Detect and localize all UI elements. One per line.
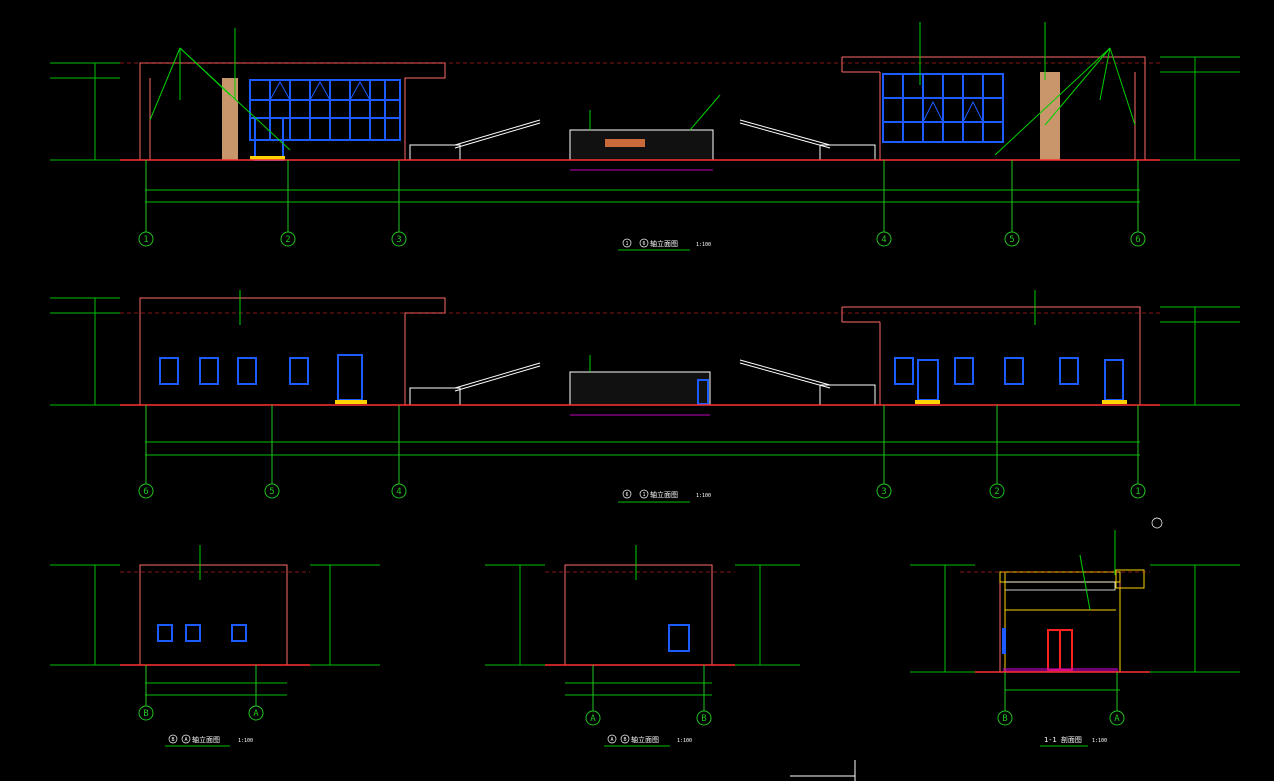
section-mark-symbol	[1151, 517, 1163, 529]
axis-label: A	[1114, 714, 1120, 724]
window	[668, 624, 690, 652]
title-marker-end: A	[184, 737, 187, 743]
axis-label: 4	[396, 487, 401, 497]
axis-label: 3	[881, 487, 886, 497]
gate-area-top	[409, 119, 876, 171]
stone-column-right	[1040, 72, 1060, 160]
axis-bubble	[391, 483, 407, 499]
axis-bubbles-mid	[138, 483, 1146, 499]
axis-labels-mid: 6 5 4 3 2 1	[143, 487, 1140, 497]
title-scale: 1:100	[677, 738, 692, 744]
bottom-left-elevation: B A B A 轴立面图 1:100	[50, 545, 380, 747]
sign-lettering	[605, 139, 645, 147]
section-window	[1002, 628, 1006, 654]
gate-area-mid	[409, 359, 876, 416]
bottom-middle-elevation: A B A B 轴立面图 1:100	[485, 545, 800, 747]
axis-labels-top: 1 2 3 4 5 6	[143, 235, 1140, 245]
axis-bubble	[696, 710, 712, 726]
title-text: 轴立面图	[650, 490, 678, 499]
axis-label: 2	[285, 235, 290, 245]
axis-bubble	[1130, 231, 1146, 247]
axis-bubble	[997, 710, 1013, 726]
axis-bubble	[585, 710, 601, 726]
axis-label: B	[143, 709, 148, 719]
title-marker-start: 6	[625, 492, 628, 498]
windows-left-mid	[159, 354, 363, 401]
curtain-wall-right-triangles	[922, 100, 984, 123]
axis-label: B	[1002, 714, 1007, 724]
title-scale: 1:100	[1092, 738, 1107, 744]
dimensions-mid	[145, 441, 1140, 456]
title-text: 轴立面图	[631, 735, 659, 744]
leaders-mid	[239, 290, 1036, 372]
door-step	[335, 400, 367, 404]
left-building-outline-mid	[139, 297, 446, 405]
leaders-top	[149, 22, 1136, 156]
level-markers-mid	[50, 297, 1240, 406]
title-marker-start: 1	[625, 241, 628, 247]
title-top: 1 6 轴立面图 1:100	[618, 238, 711, 251]
axis-bubble	[1004, 231, 1020, 247]
windows	[157, 624, 247, 642]
section-1-1: B A 1-1 剖面图 1:100	[910, 517, 1240, 747]
door-step-left	[250, 156, 285, 160]
level-markers-top	[50, 56, 1240, 161]
axis-bubble	[989, 483, 1005, 499]
axis-lines-mid	[145, 405, 1139, 484]
door-step	[1102, 400, 1127, 404]
right-building-outline	[841, 56, 1146, 160]
axis-label: 2	[994, 487, 999, 497]
title-scale: 1:100	[696, 242, 711, 248]
axis-label: A	[590, 714, 596, 724]
axis-label: A	[253, 709, 259, 719]
dimensions-top	[145, 189, 1140, 203]
axis-bubble	[876, 483, 892, 499]
axis-label: 1	[143, 235, 148, 245]
title-marker-start: B	[171, 737, 174, 743]
title-marker-end: B	[623, 737, 626, 743]
axis-bubble	[1130, 483, 1146, 499]
axis-bubble	[248, 705, 264, 721]
axis-label: 5	[1009, 235, 1014, 245]
title-marker-start: A	[610, 737, 613, 743]
title-mid: 6 1 轴立面图 1:100	[618, 489, 711, 503]
axis-label: 5	[269, 487, 274, 497]
title-scale: 1:100	[696, 493, 711, 499]
right-building-outline-mid	[841, 306, 1141, 405]
axis-label: 3	[396, 235, 401, 245]
title-text: 轴立面图	[650, 239, 678, 248]
axis-label: 1	[1135, 487, 1140, 497]
title-text: 轴立面图	[192, 735, 220, 744]
curtain-wall-left-triangles	[269, 80, 371, 101]
axis-bubble	[138, 483, 154, 499]
axis-bubble	[264, 483, 280, 499]
title-scale: 1:100	[238, 738, 253, 744]
axis-bubble	[391, 231, 407, 247]
axis-bubble	[280, 231, 296, 247]
granite-sign-wall	[569, 371, 711, 406]
axis-lines-top	[145, 160, 1139, 232]
title-marker-end: 6	[642, 241, 645, 247]
top-elevation: 1 2 3 4 5 6 1 6 轴立面图 1:100	[50, 22, 1240, 251]
axis-bubble	[138, 705, 154, 721]
axis-bubble	[876, 231, 892, 247]
axis-bubble	[138, 231, 154, 247]
middle-elevation: 6 5 4 3 2 1 6 1 轴立面图 1:100	[50, 290, 1240, 503]
footer-note-stub	[790, 760, 856, 781]
axis-bubbles-top	[138, 231, 1146, 247]
title-marker-end: 1	[642, 492, 645, 498]
axis-label: 6	[143, 487, 148, 497]
axis-label: 4	[881, 235, 886, 245]
axis-label: 6	[1135, 235, 1140, 245]
title-text: 1-1 剖面图	[1044, 735, 1082, 744]
axis-label: B	[701, 714, 706, 724]
axis-bubble	[1109, 710, 1125, 726]
door-step	[915, 400, 940, 404]
